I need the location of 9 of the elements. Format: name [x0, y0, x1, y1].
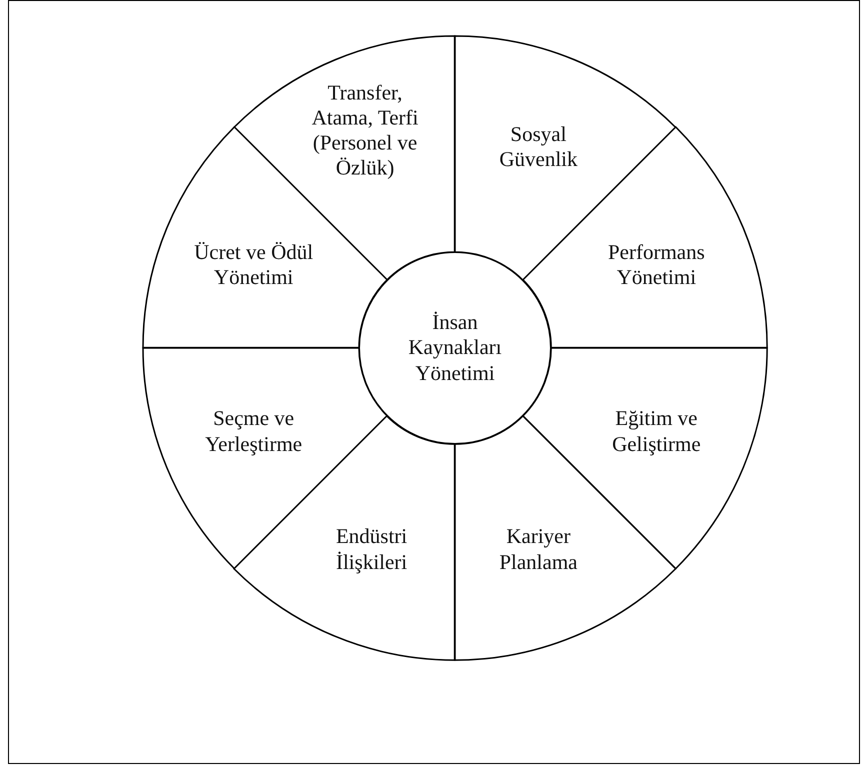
- center-label: İnsan Kaynakları Yönetimi: [407, 310, 503, 386]
- segment-label: Endüstri İlişkileri: [334, 524, 408, 575]
- segment-label: Seçme ve Yerleştirme: [204, 406, 304, 457]
- segment-label: Ücret ve Ödül Yönetimi: [194, 239, 314, 290]
- segment-label: Eğitim ve Geliştirme: [611, 406, 702, 457]
- segment-label: Sosyal Güvenlik: [498, 121, 578, 172]
- segment-label: Kariyer Planlama: [498, 524, 578, 575]
- segment-label: Performans Yönetimi: [606, 239, 706, 290]
- segment-label: Transfer, Atama, Terfi (Personel ve Özlük): [310, 80, 420, 182]
